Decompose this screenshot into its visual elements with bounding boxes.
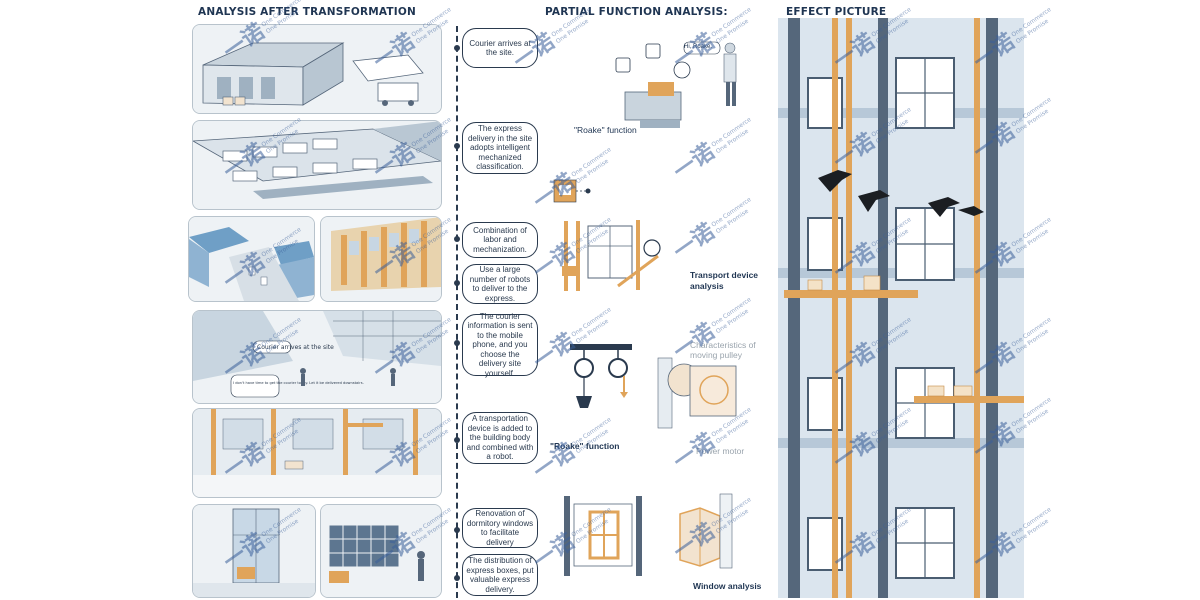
svg-text:One Commerce: One Commerce: [710, 296, 753, 329]
speech-bubble-text: Hi, Roake.: [684, 44, 713, 50]
timeline-line: [456, 26, 458, 598]
window-analysis-label: Window analysis: [693, 581, 762, 591]
step-note: The express delivery in the site adopts …: [462, 122, 538, 174]
step-note: Combination of labor and mechanization.: [462, 222, 538, 258]
sorting-scene-panel: [192, 120, 442, 210]
plaza-callout-message: I don't have time to get the courier tod…: [233, 381, 364, 385]
timeline-dot: [454, 527, 460, 533]
building-facade-panel: [320, 216, 442, 302]
timeline-dot: [454, 575, 460, 581]
lockers-illustration: [321, 505, 441, 597]
pulley-motor-illustration: [562, 336, 742, 436]
svg-text:One Promise: One Promise: [715, 308, 750, 336]
street-illustration: [189, 217, 314, 301]
express-lockers-panel: [320, 504, 442, 598]
facade-lifts-panel: [192, 408, 442, 498]
svg-text:One Promise: One Promise: [715, 208, 750, 236]
timeline-dot: [454, 143, 460, 149]
svg-text:One Commerce: One Commerce: [710, 196, 753, 229]
roake-function-label-2: "Roake" function: [550, 441, 620, 451]
moving-pulley-label: Characteristics of moving pulley: [690, 340, 756, 360]
plaza-callout-arrival: Courier arrives at the site: [257, 344, 334, 351]
transport-device-illustration: [548, 176, 678, 291]
warehouse-illustration: [193, 25, 441, 113]
left-section-title: ANALYSIS AFTER TRANSFORMATION: [198, 6, 417, 18]
warehouse-scene-panel: [192, 24, 442, 114]
timeline-dot: [454, 437, 460, 443]
street-robots-panel: [188, 216, 315, 302]
svg-text:One Commerce: One Commerce: [570, 306, 613, 339]
roake-robot-illustration: [600, 30, 750, 140]
middle-section-title: PARTIAL FUNCTION ANALYSIS:: [545, 6, 728, 18]
svg-text:One Promise: One Promise: [555, 18, 590, 46]
step-note: The courier information is sent to the m…: [462, 312, 538, 378]
timeline-dot: [454, 340, 460, 346]
timeline-dot: [454, 45, 460, 51]
svg-text:One Commerce: One Commerce: [570, 146, 613, 179]
courier-plaza-panel: Courier arrives at the site I don't have…: [192, 310, 442, 404]
timeline-dot: [454, 280, 460, 286]
step-note: Courier arrives at the site.: [462, 28, 538, 68]
step-note: Renovation of dormitory windows to facil…: [462, 508, 538, 548]
step-note: Use a large number of robots to deliver …: [462, 264, 538, 304]
right-section-title: EFFECT PICTURE: [786, 6, 887, 18]
plaza-illustration: Courier arrives at the site I don't have…: [193, 311, 441, 403]
effect-picture: [778, 18, 1024, 598]
power-motor-label: Power motor: [696, 446, 745, 456]
roake-function-label-1: "Roake" function: [574, 125, 637, 135]
transport-device-label: Transport device analysis: [690, 270, 759, 291]
lifts-illustration: [193, 409, 441, 497]
facade-illustration: [321, 217, 441, 301]
step-note: A transportation device is added to the …: [462, 412, 538, 464]
window-analysis-illustration: [560, 490, 750, 580]
sorting-illustration: [193, 121, 441, 209]
step-note: The distribution of express boxes, put v…: [462, 554, 538, 596]
timeline-dot: [454, 236, 460, 242]
window-delivery-panel: [192, 504, 316, 598]
window-delivery-illustration: [193, 505, 315, 597]
